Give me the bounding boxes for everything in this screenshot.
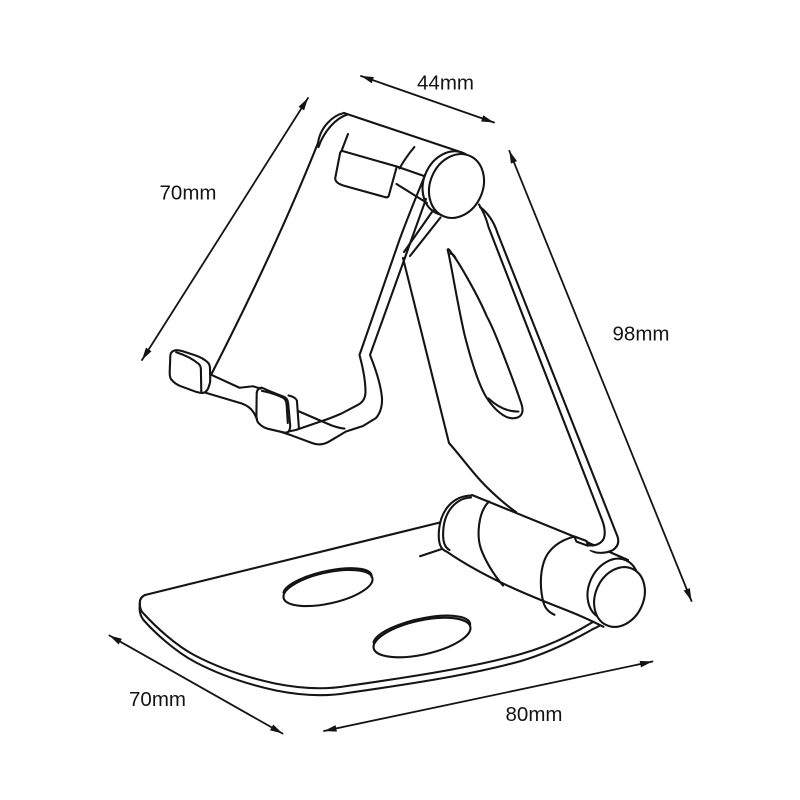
svg-text:70mm: 70mm — [129, 688, 186, 711]
svg-text:44mm: 44mm — [417, 72, 474, 95]
svg-text:98mm: 98mm — [613, 323, 670, 346]
svg-text:80mm: 80mm — [506, 703, 563, 726]
svg-text:70mm: 70mm — [160, 182, 217, 205]
